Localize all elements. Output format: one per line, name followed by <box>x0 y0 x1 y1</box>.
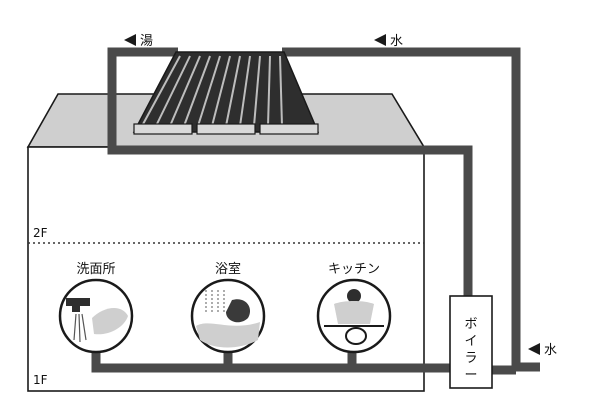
water-stream <box>73 313 87 343</box>
bath-water <box>196 322 260 348</box>
room-label-washroom: 洗面所 <box>76 262 115 277</box>
inlet-water-label: 水 <box>544 343 557 358</box>
washroom-illustration <box>58 278 134 354</box>
hot-water-label: 湯 <box>140 34 153 49</box>
faucet-icon <box>66 298 90 312</box>
solar-panel-tubes <box>141 55 283 127</box>
boiler-label-char-1: ボ <box>464 317 477 332</box>
cold-water-label: 水 <box>390 34 403 49</box>
inlet-water-arrow-icon <box>528 343 540 355</box>
kitchen-illustration <box>316 278 392 354</box>
bather-icon <box>226 299 251 323</box>
hand-icon <box>92 307 128 335</box>
flow-arrows <box>124 34 540 355</box>
cold-water-supply-pipe <box>282 47 540 372</box>
hot-water-arrow-icon <box>124 34 136 46</box>
cook-body <box>334 301 374 324</box>
floor-label-1f: 1F <box>33 373 48 387</box>
bathroom-illustration <box>190 278 266 354</box>
solar-panel <box>132 51 320 135</box>
dish-icon <box>345 327 367 345</box>
pipes <box>91 47 540 375</box>
solar-panel-bases <box>133 123 319 135</box>
boiler-label-char-2: イ <box>464 334 477 349</box>
boiler-label-char-3: ラ <box>464 351 477 366</box>
floor-label-2f: 2F <box>33 226 48 240</box>
boiler-box <box>449 295 493 389</box>
room-label-kitchen: キッチン <box>328 262 380 277</box>
cold-water-arrow-icon <box>374 34 386 46</box>
solar-panel-frame <box>132 51 320 133</box>
hot-water-pipe <box>107 47 473 298</box>
room-label-bathroom: 浴室 <box>215 261 241 277</box>
boiler-label-char-4: ー <box>464 368 477 383</box>
cook-head-icon <box>347 289 361 303</box>
boiler-label-column: ボ イ ラ ー <box>464 317 477 383</box>
supply-pipe-1f <box>91 350 450 373</box>
